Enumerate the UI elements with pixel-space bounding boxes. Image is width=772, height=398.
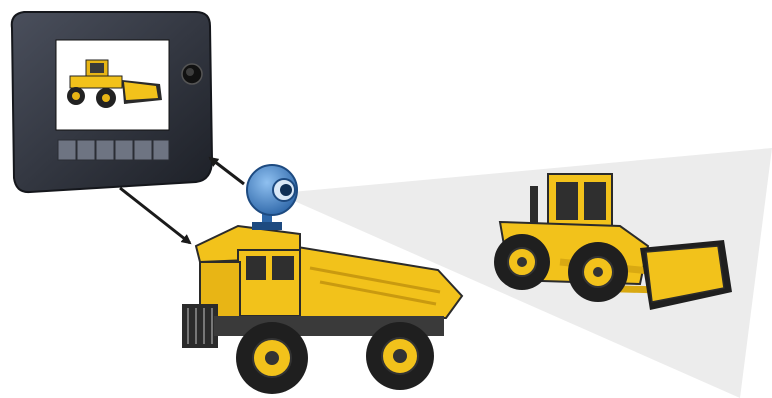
dozer-rear-wheel [494, 234, 550, 290]
dozer-front-wheel [568, 242, 628, 302]
knob-icon [182, 64, 202, 84]
display-monitor [12, 12, 212, 192]
truck-rear-wheel [366, 322, 434, 390]
soft-key-3 [96, 140, 114, 160]
truck-front-wheel [236, 322, 308, 394]
monitor-buttons [58, 140, 169, 160]
soft-key-6 [153, 140, 169, 160]
soft-key-4 [115, 140, 133, 160]
soft-key-2 [77, 140, 95, 160]
soft-key-1 [58, 140, 76, 160]
display-screen [56, 40, 169, 130]
soft-key-5 [134, 140, 152, 160]
arrow-monitor-to-truck [120, 188, 190, 243]
camera-icon [247, 165, 297, 230]
arrow-camera-to-monitor [210, 158, 244, 184]
